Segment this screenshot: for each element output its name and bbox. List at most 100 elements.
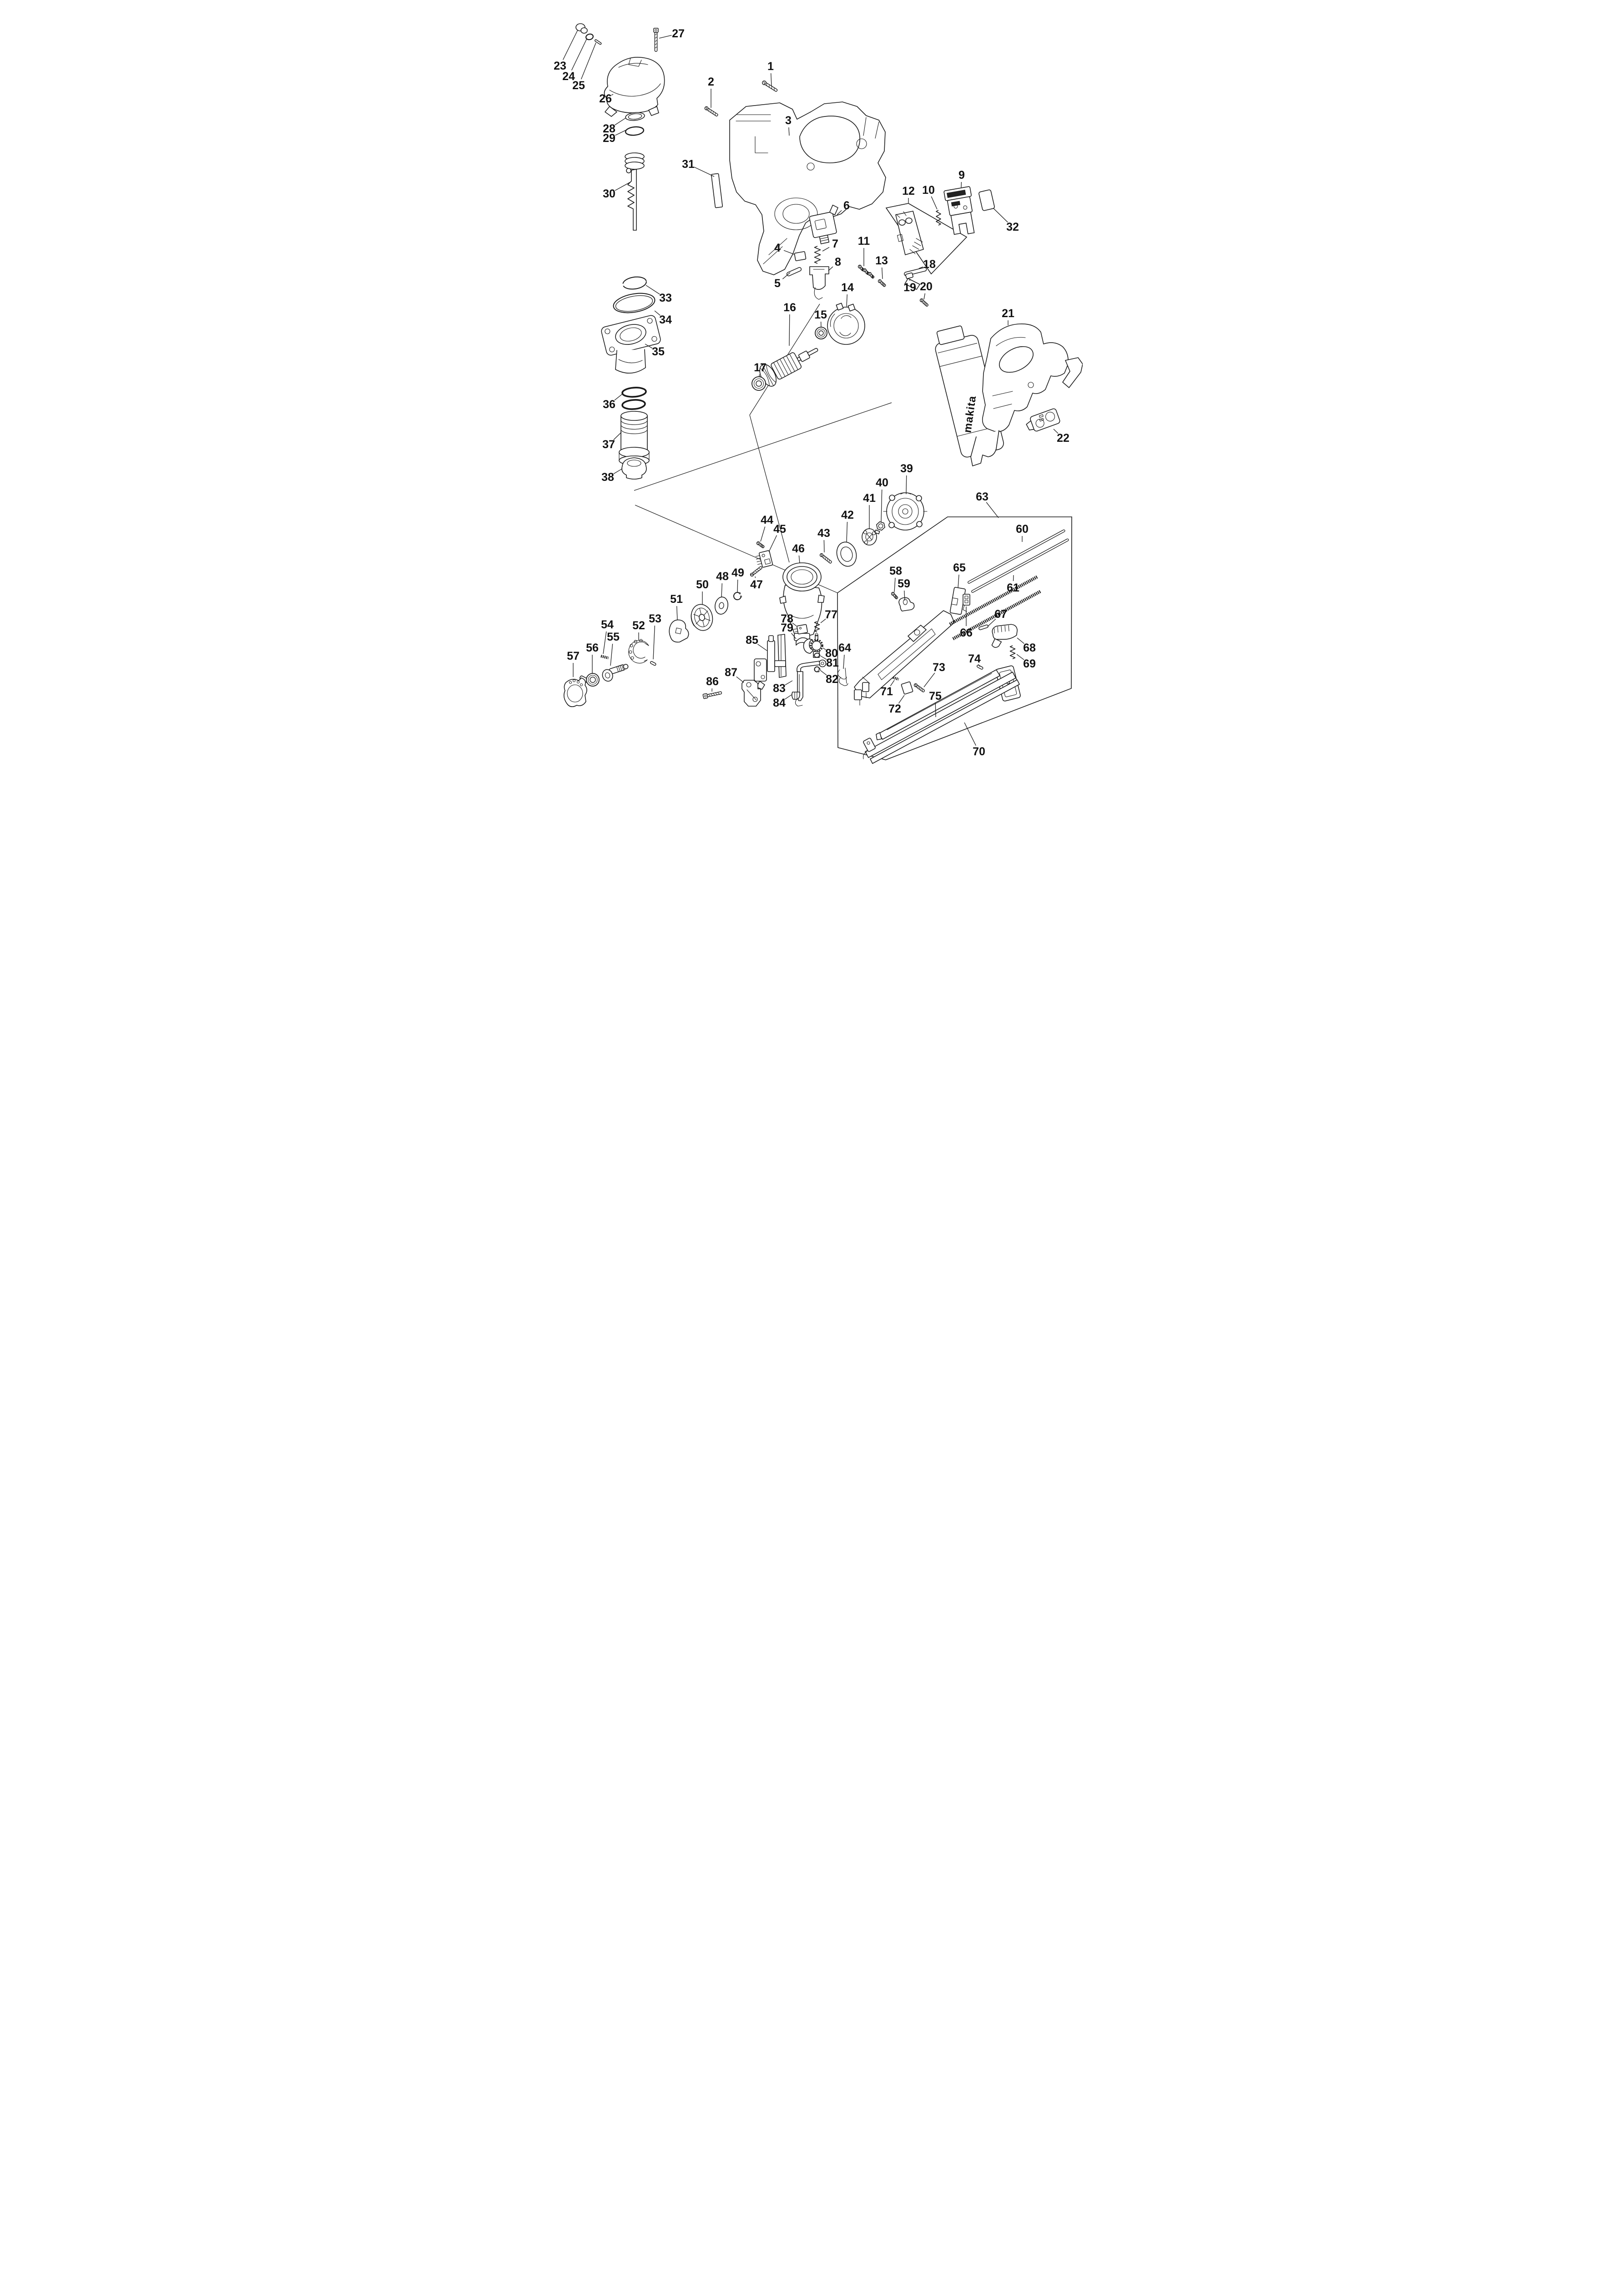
part-10-spring [936,210,941,226]
callout-41: 41 [863,492,876,505]
callout-32: 32 [1006,221,1019,233]
callout-36: 36 [603,398,615,411]
part-30-driver [625,152,645,231]
callout-9: 9 [958,169,965,182]
leader-line-79 [791,633,797,639]
part-2-screw [704,106,718,116]
callout-38: 38 [601,471,614,484]
part-39-gear-housing [883,492,928,531]
callout-87: 87 [725,666,737,679]
part-78-micro-switch [793,624,808,635]
callout-3: 3 [785,114,792,127]
callout-69: 69 [1023,657,1036,670]
part-24-oring [585,33,594,40]
callout-86: 86 [706,675,719,688]
part-53-pin [650,661,656,666]
part-38-bumper [621,457,647,480]
leader-line-6 [837,210,842,215]
leader-line-40 [881,489,883,522]
leader-line-30 [615,182,631,191]
leader-line-44 [760,526,766,542]
leader-line-26 [611,94,614,96]
callout-57: 57 [567,650,580,662]
part-59-bracket [898,597,915,612]
leader-line-47 [755,576,756,578]
part-12-controller [895,211,924,255]
part-85-driver-guide [754,634,787,690]
callout-16: 16 [783,301,796,314]
part-29-oring [625,126,645,136]
leader-line-73 [923,672,935,688]
part-34-oring [613,293,656,313]
part-36a-oring [621,387,647,398]
leader-line-53 [653,625,655,660]
callout-1: 1 [767,60,774,73]
part-31-box [711,173,723,208]
part-41-clutch-disc [862,528,880,546]
part-32-box [978,189,995,211]
part-14-stator [827,303,865,345]
part-71-coil [893,676,899,681]
leader-line-17 [759,374,760,377]
leader-line-27 [659,35,672,39]
magazine-assembly-box [837,516,1072,760]
leader-line-64 [843,654,845,669]
part-42-washer [836,541,857,567]
part-33-oring [622,276,647,290]
leader-line-8 [828,266,833,271]
callout-24: 24 [562,70,575,83]
part-25-pin [594,39,602,45]
part-28-washer [625,112,645,121]
part-60b-rod [971,538,1069,593]
leader-line-28 [615,117,626,126]
callout-53: 53 [649,612,661,625]
part-15-bearing [815,327,827,339]
callout-39: 39 [900,462,913,475]
leader-line-81 [820,655,827,660]
part-48-washer [715,597,728,615]
part-69-spring [1009,645,1016,659]
part-11a-screw [857,264,865,272]
callout-44: 44 [761,514,773,526]
part-36b-oring [621,399,646,410]
callout-65: 65 [953,561,966,574]
part-74-pin [976,664,983,670]
part-5-pin [786,267,802,277]
leader-line-77 [820,618,826,623]
callout-61: 61 [1007,581,1019,594]
leader-line-70 [964,722,976,746]
leader-line-55 [610,643,613,666]
leader-line-10 [931,196,938,210]
callout-78: 78 [781,612,793,625]
callout-50: 50 [696,578,709,591]
part-55-spindle [602,664,629,682]
part-3-housing-left [729,101,886,275]
leader-line-82 [820,670,827,676]
leader-line-83 [785,680,793,685]
leader-line-5 [782,272,791,279]
leader-line-58 [894,577,896,592]
callout-34: 34 [659,313,672,326]
callout-19: 19 [903,281,916,294]
callout-72: 72 [888,703,901,715]
part-51-cam-plate [669,619,689,643]
leader-line-16 [789,314,790,346]
callout-31: 31 [682,158,695,171]
callout-20: 20 [920,280,933,293]
callout-68: 68 [1023,642,1036,654]
part-34i-oring [615,295,653,312]
leader-line-33 [646,285,660,295]
callout-70: 70 [973,745,985,758]
callout-10: 10 [922,184,935,197]
leader-line-87 [736,676,744,683]
callout-81: 81 [826,657,839,669]
part-26-cap [604,56,665,117]
callout-59: 59 [898,577,910,590]
callout-56: 56 [586,642,599,654]
leader-line-1 [771,73,772,87]
exploded-parts-diagram: makita [554,23,1083,764]
callout-27: 27 [672,27,685,40]
callout-51: 51 [670,593,683,606]
part-43-screw [819,553,832,564]
